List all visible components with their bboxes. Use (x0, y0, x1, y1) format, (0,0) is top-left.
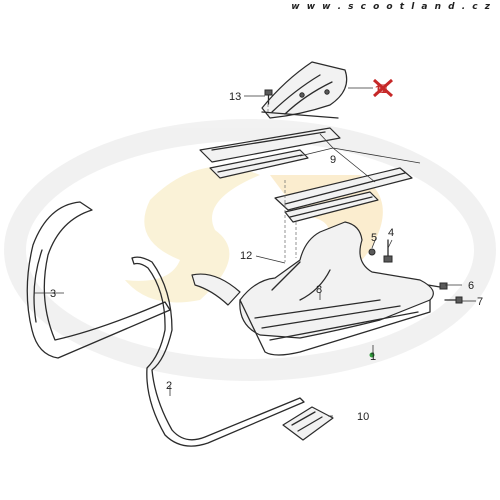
part-3-side-rubber (26, 201, 171, 359)
callout-6: 6 (468, 280, 474, 292)
callout-13: 13 (229, 91, 241, 103)
callout-12: 12 (240, 250, 252, 262)
callout-10: 10 (357, 411, 369, 423)
callout-9: 9 (330, 154, 336, 166)
part-10-pad (282, 406, 334, 441)
part-13-screw (264, 89, 273, 105)
callout-1: 1 (370, 351, 376, 363)
callout-3: 3 (50, 288, 56, 300)
callout-7: 7 (477, 296, 483, 308)
callout-8: 8 (316, 284, 322, 296)
callout-2: 2 (166, 380, 172, 392)
callout-11: 11 (375, 84, 387, 96)
part-2-trim (131, 256, 305, 447)
side-trim-left (191, 273, 241, 306)
assembly-lines (267, 104, 297, 262)
part-9-strips (199, 127, 413, 223)
watermark-url: w w w . s c o o t l a n d . c z (291, 2, 492, 12)
leader-lines (34, 87, 476, 417)
callout-5: 5 (371, 232, 377, 244)
callout-4: 4 (388, 227, 394, 239)
fasteners (368, 239, 463, 304)
part-11-cover (261, 61, 348, 119)
part-1-footboard (239, 221, 434, 358)
highlight-marker-icon (373, 78, 393, 98)
